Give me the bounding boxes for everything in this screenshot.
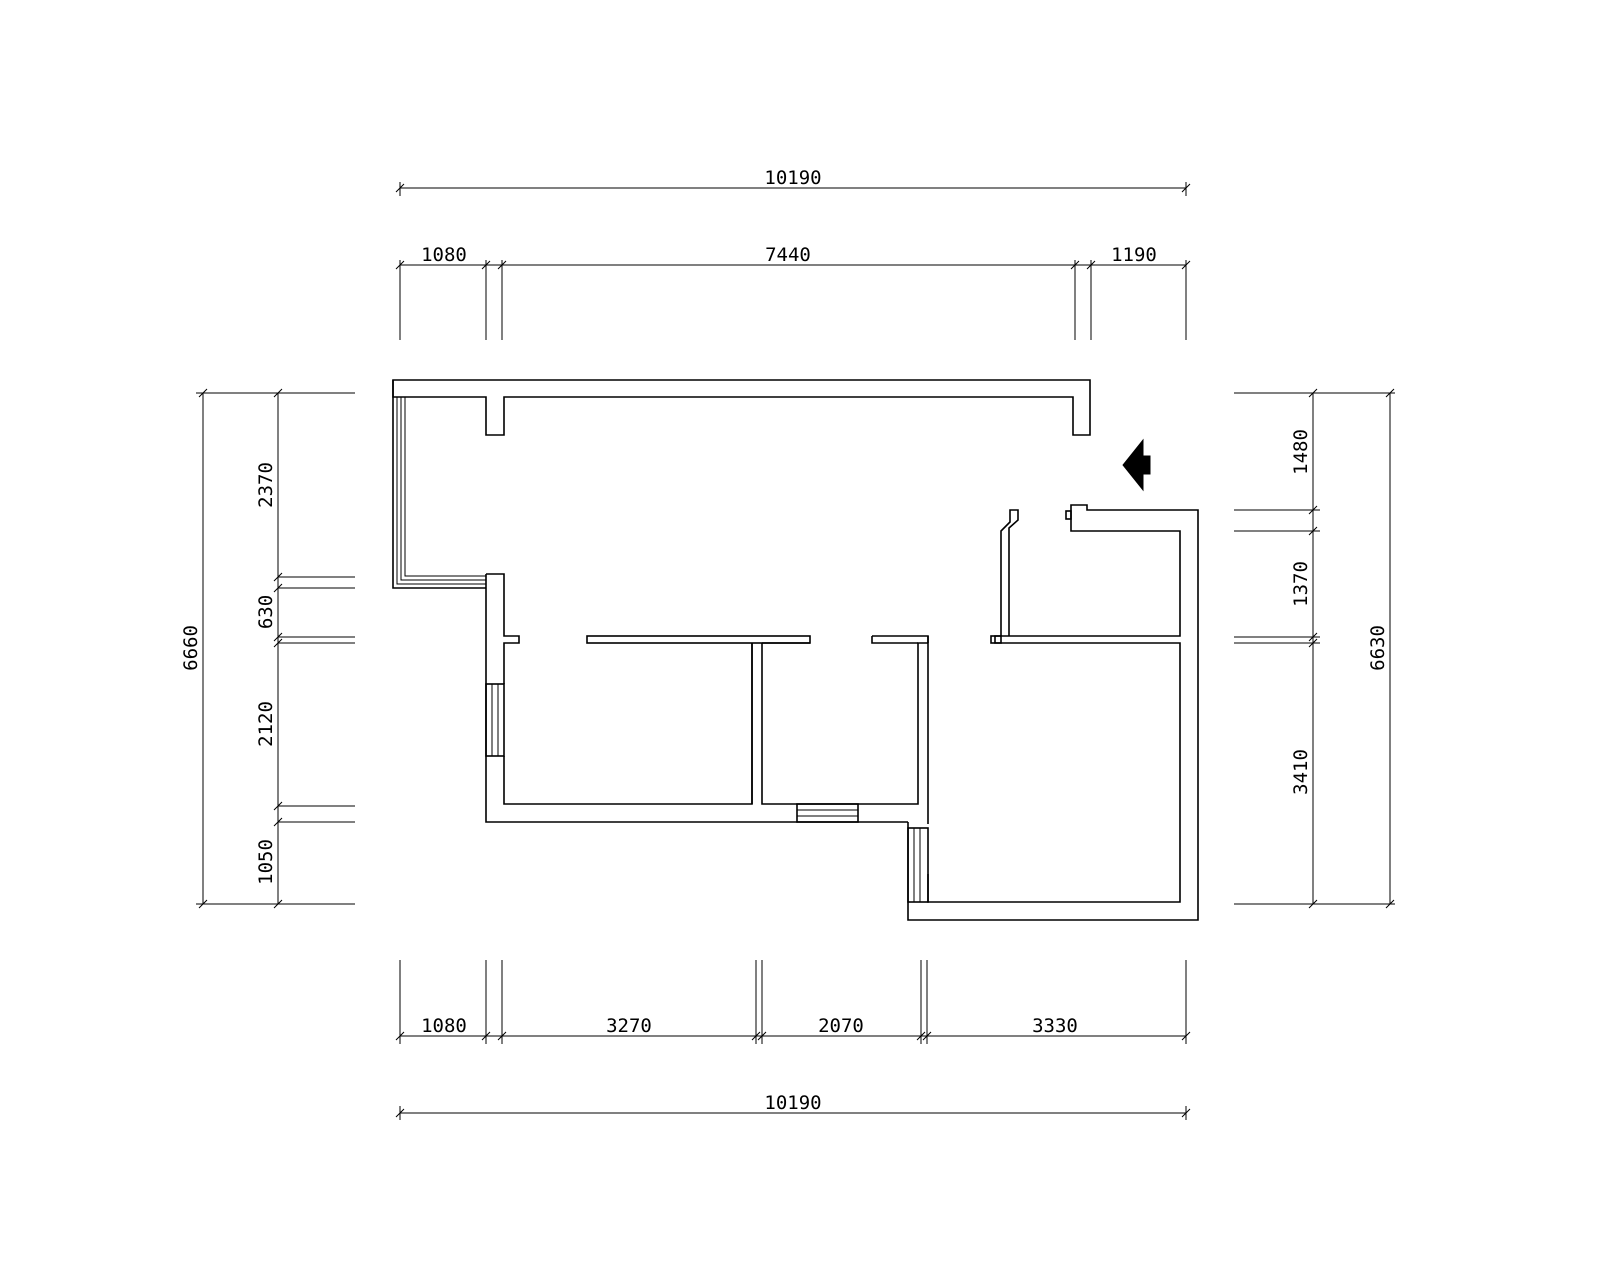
lower-left-window <box>907 827 929 903</box>
bottom-dimensions: 1080 3270 2070 3330 10190 <box>395 960 1191 1120</box>
bottom-seg-4-dim: 3330 <box>1032 1015 1078 1037</box>
kitchen-wall <box>1000 509 1019 636</box>
left-dimensions: 6660 2370 630 2120 1050 <box>180 388 355 909</box>
left-lower-wall <box>485 573 908 823</box>
bedroom-1-top-wall <box>586 635 811 644</box>
left-seg-1-dim: 2370 <box>255 462 277 508</box>
top-seg-1-dim: 1080 <box>421 244 467 266</box>
walls <box>392 379 1199 921</box>
left-seg-3-dim: 2120 <box>255 701 277 747</box>
entrance-arrow-icon <box>1122 438 1151 492</box>
bottom-overall-dim: 10190 <box>764 1092 821 1114</box>
bottom-seg-1-dim: 1080 <box>421 1015 467 1037</box>
bottom-seg-2-dim: 3270 <box>606 1015 652 1037</box>
top-seg-2-dim: 7440 <box>765 244 811 266</box>
right-seg-3-dim: 3410 <box>1290 749 1312 795</box>
right-seg-1-dim: 1480 <box>1290 429 1312 475</box>
top-dimensions: 10190 1080 7440 1190 <box>395 167 1191 340</box>
right-overall-dim: 6630 <box>1367 625 1389 671</box>
left-seg-2-dim: 630 <box>255 595 277 629</box>
top-overall-dim: 10190 <box>764 167 821 189</box>
bedroom-2-top-wall <box>871 635 929 644</box>
right-seg-2-dim: 1370 <box>1290 561 1312 607</box>
balcony-window <box>392 380 486 589</box>
left-seg-4-dim: 1050 <box>255 839 277 885</box>
left-window <box>485 683 505 757</box>
bottom-seg-3-dim: 2070 <box>818 1015 864 1037</box>
left-overall-dim: 6660 <box>180 625 202 671</box>
top-wall <box>392 379 1091 436</box>
right-dimensions: 1480 1370 3410 6630 <box>1234 388 1395 909</box>
lower-right-room <box>907 504 1199 921</box>
bottom-window <box>796 803 859 823</box>
top-seg-3-dim: 1190 <box>1111 244 1157 266</box>
